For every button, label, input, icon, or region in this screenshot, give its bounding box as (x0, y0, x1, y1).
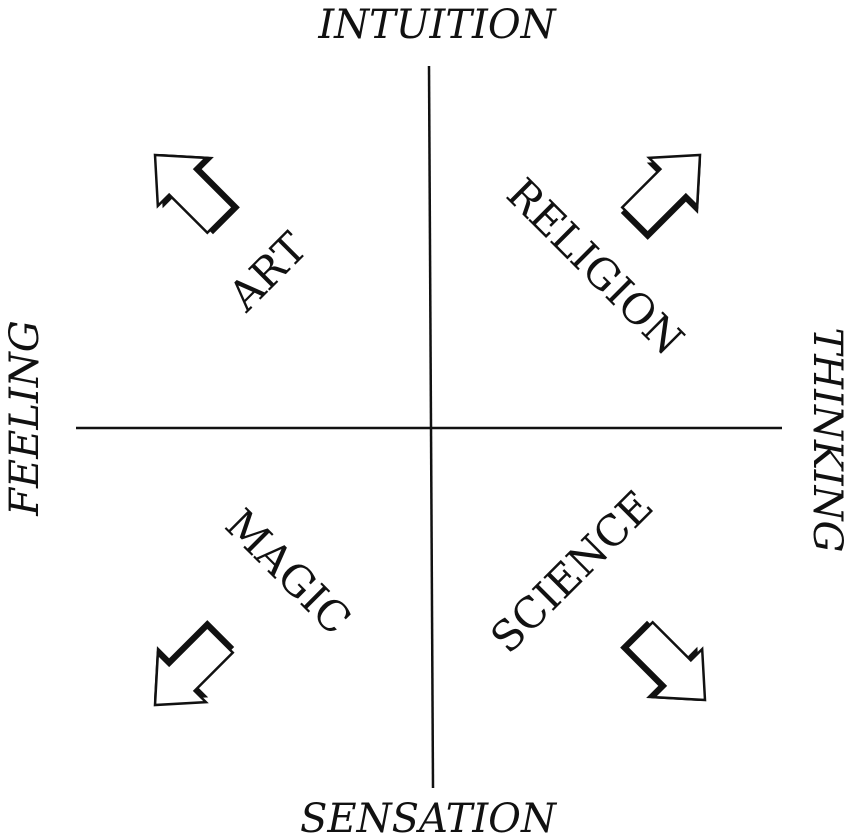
axis-label-bottom: SENSATION (300, 796, 558, 839)
axis-label-right: THINKING (804, 328, 850, 553)
arrow-up-left-icon (129, 129, 251, 246)
arrow-down-left-icon (129, 609, 246, 731)
axis-label-left: FEELING (2, 320, 48, 516)
axis-label-top: INTUITION (317, 2, 557, 48)
arrow-down-right-icon (609, 609, 731, 726)
arrow-up-right-icon (609, 129, 726, 251)
quadrant-label-art: ART (218, 223, 316, 321)
quadrant-label-magic: MAGIC (216, 499, 361, 644)
